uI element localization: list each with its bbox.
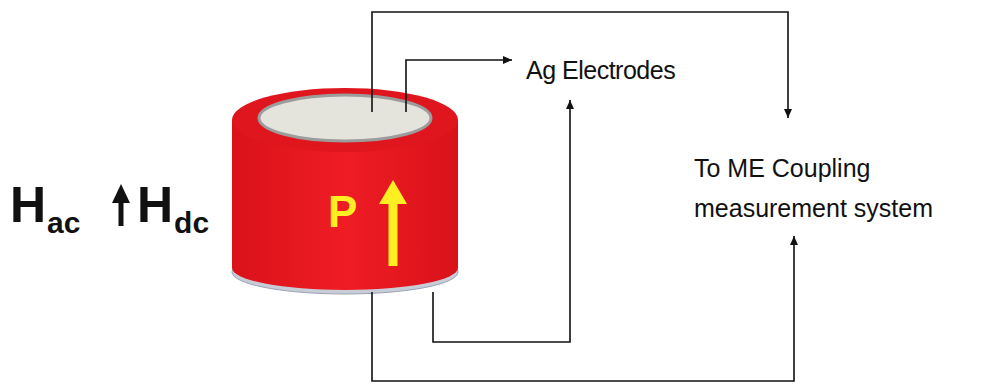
system-label: To ME Coupling measurement system [694,148,979,228]
leader-line [433,100,570,342]
piezo-disk: P [232,150,458,280]
polarization-label: P [328,190,357,234]
field-symbol: H [137,180,173,230]
disk-top [232,88,458,152]
wire [372,12,788,118]
field-subscript: ac [47,208,80,238]
field-symbol: H [10,180,46,230]
electrode-label: Ag Electrodes [526,58,675,83]
field-subscript: dc [174,208,209,238]
polarization-arrow [389,200,398,266]
field-arrow [119,200,124,226]
field-arrowhead [112,184,130,203]
polarization-arrowhead [379,180,407,204]
leader-line [406,60,512,112]
wire [372,236,794,381]
